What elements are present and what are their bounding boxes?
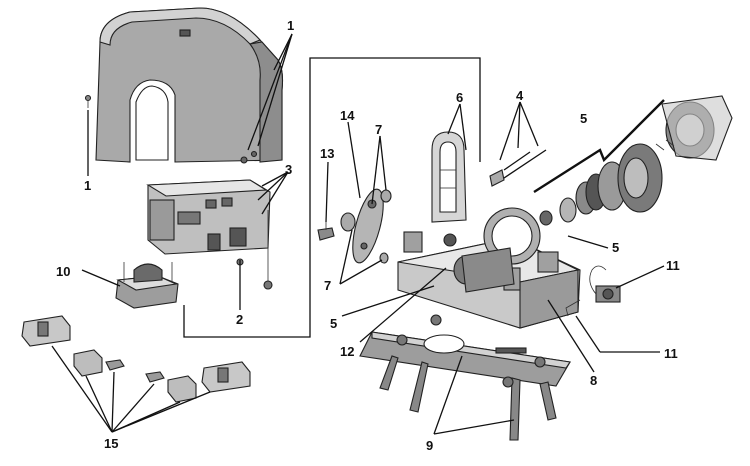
callout-3: 3 [285, 162, 292, 177]
callout-4: 4 [516, 88, 524, 103]
connector-bracket [183, 57, 481, 338]
callout-7-bottom: 7 [324, 278, 331, 293]
control-board [146, 179, 273, 290]
callout-7-top: 7 [375, 122, 382, 137]
callout-14: 14 [340, 108, 355, 123]
callout-5-base: 5 [330, 316, 337, 331]
callout-5-right: 5 [612, 240, 619, 255]
callout-11-top: 11 [666, 258, 680, 273]
callout-9: 9 [426, 438, 433, 453]
callout-2: 2 [236, 312, 243, 327]
callout-1-top: 1 [287, 18, 294, 33]
release-key-assembly [317, 222, 335, 241]
leader-lines [51, 33, 665, 435]
callout-6: 6 [456, 90, 463, 105]
callout-8: 8 [590, 373, 597, 388]
gear-train [539, 95, 733, 226]
transformer [115, 262, 179, 309]
screw-part [84, 94, 92, 108]
callout-5-gear: 5 [580, 111, 587, 126]
callout-12: 12 [340, 344, 354, 359]
callout-11-bottom: 11 [664, 346, 678, 361]
motor-base [397, 207, 581, 329]
gear-leader [533, 99, 665, 194]
pin-set [489, 149, 547, 187]
callout-1-left: 1 [84, 178, 91, 193]
encoder-sensor [565, 265, 621, 317]
callout-15: 15 [104, 436, 118, 451]
callout-10: 10 [56, 264, 70, 279]
callout-13: 13 [320, 146, 334, 161]
cover-housing [95, 7, 284, 164]
spring-bracket [431, 131, 467, 223]
limit-switch-set [21, 315, 251, 403]
base-plate [359, 314, 571, 441]
